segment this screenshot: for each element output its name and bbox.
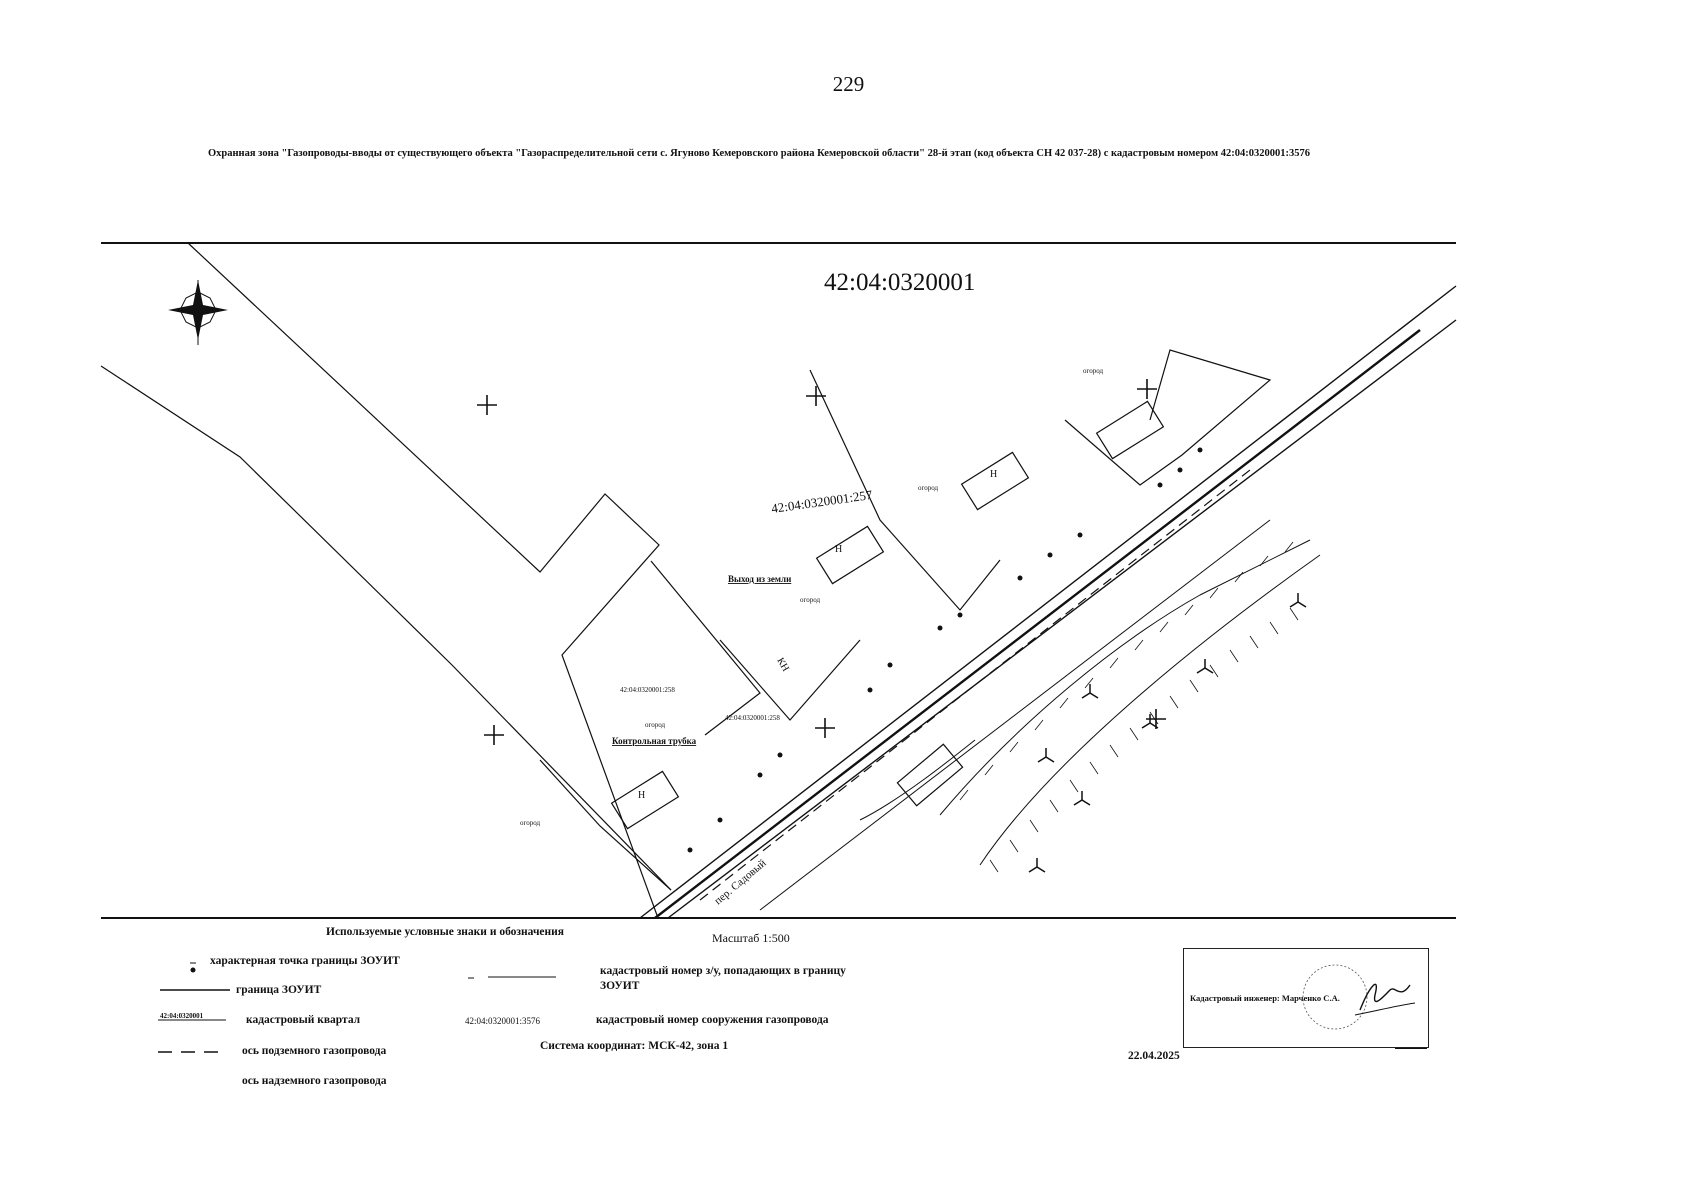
engineer-stamp-text: Кадастровый инженер: Марченко С.А.: [1190, 993, 1340, 1003]
parcel-center: [809, 369, 1001, 611]
label-ogorod-3: огород: [645, 721, 665, 729]
parcel-label-small-2: 42:04:0320001:258: [725, 714, 780, 722]
parcel-boundary-large: [187, 242, 660, 919]
slope-edge-2: [939, 539, 1311, 816]
road-edge: [759, 519, 1271, 911]
map-scale: Масштаб 1:500: [712, 931, 790, 945]
road-line-1: [639, 285, 1457, 919]
house-2: [815, 525, 885, 585]
label-ogorod-1: огород: [918, 484, 938, 492]
legend-item-underground: ось подземного газопровода: [242, 1045, 387, 1057]
structure-1: [896, 743, 964, 807]
stamp-underline: [1395, 1048, 1427, 1049]
legend-item-parcel-number: кадастровый номер з/у, попадающих в гран…: [600, 965, 846, 992]
legend-item-structure-number: кадастровый номер сооружения газопровода: [596, 1014, 829, 1026]
legend-item-quarter: кадастровый квартал: [246, 1014, 361, 1026]
parcel-label-small-1: 42:04:0320001:258: [620, 686, 675, 694]
cadastral-quarter-label: 42:04:0320001: [824, 269, 975, 296]
legend-item-boundary: граница ЗОУИТ: [236, 984, 322, 996]
page-number: 229: [832, 72, 865, 96]
underground-gas-axis: [699, 469, 1251, 901]
parcel-boundary-left: [100, 365, 672, 891]
document-title: Охранная зона "Газопроводы-вводы от суще…: [208, 148, 1310, 159]
house-3: [610, 770, 680, 830]
label-kontrol: Контрольная трубка: [612, 736, 697, 746]
parcel-boundary-mid: [650, 560, 761, 736]
boundary-points: [687, 447, 1203, 853]
label-vyhod: Выход из земли: [728, 574, 791, 584]
parcel-label-main: 42:04:0320001:257: [770, 487, 873, 516]
grid-crosses: [477, 379, 1166, 745]
parcel-small: [719, 639, 861, 721]
document-date: 22.04.2025: [1128, 1050, 1180, 1062]
legend-quarter-sample: 42:04:0320001: [160, 1012, 204, 1020]
slope-hatching: [959, 541, 1299, 873]
house-letter-1: Н: [990, 469, 997, 480]
legend-heading: Используемые условные знаки и обозначени…: [326, 926, 565, 938]
house-1: [960, 451, 1030, 511]
legend-structure-sample: 42:04:0320001:3576: [465, 1016, 541, 1026]
tree-symbols: [1028, 593, 1307, 873]
street-label: пер. Садовый: [712, 857, 768, 907]
legend-point-icon: [190, 967, 196, 973]
slope-edge-1: [979, 554, 1321, 866]
legend-item-point: характерная точка границы ЗОУИТ: [210, 955, 400, 967]
label-ogorod-2: огород: [1083, 367, 1103, 375]
legend-symbols: [158, 962, 556, 1053]
road-line-2: [667, 319, 1457, 919]
compass-rose-icon: [168, 280, 228, 345]
parcel-boundary-inner: [539, 759, 672, 891]
label-ogorod-4: огород: [520, 819, 540, 827]
house-letter-3: Н: [638, 790, 645, 801]
legend-item-aboveground: ось надземного газопровода: [242, 1075, 387, 1087]
parcel-right: [1064, 349, 1272, 486]
coordinate-system: Система координат: МСК-42, зона 1: [540, 1040, 729, 1052]
slope-edge-3: [859, 739, 976, 821]
label-ogorod-5: огород: [800, 596, 820, 604]
house-label-kn: КН: [774, 656, 790, 674]
signature-seal-icon: [1302, 964, 1416, 1030]
house-letter-2: Н: [835, 544, 842, 555]
house-4: [1095, 400, 1165, 460]
engineer-stamp-box: [1183, 948, 1429, 1048]
gas-pipeline-axis: [654, 329, 1421, 919]
